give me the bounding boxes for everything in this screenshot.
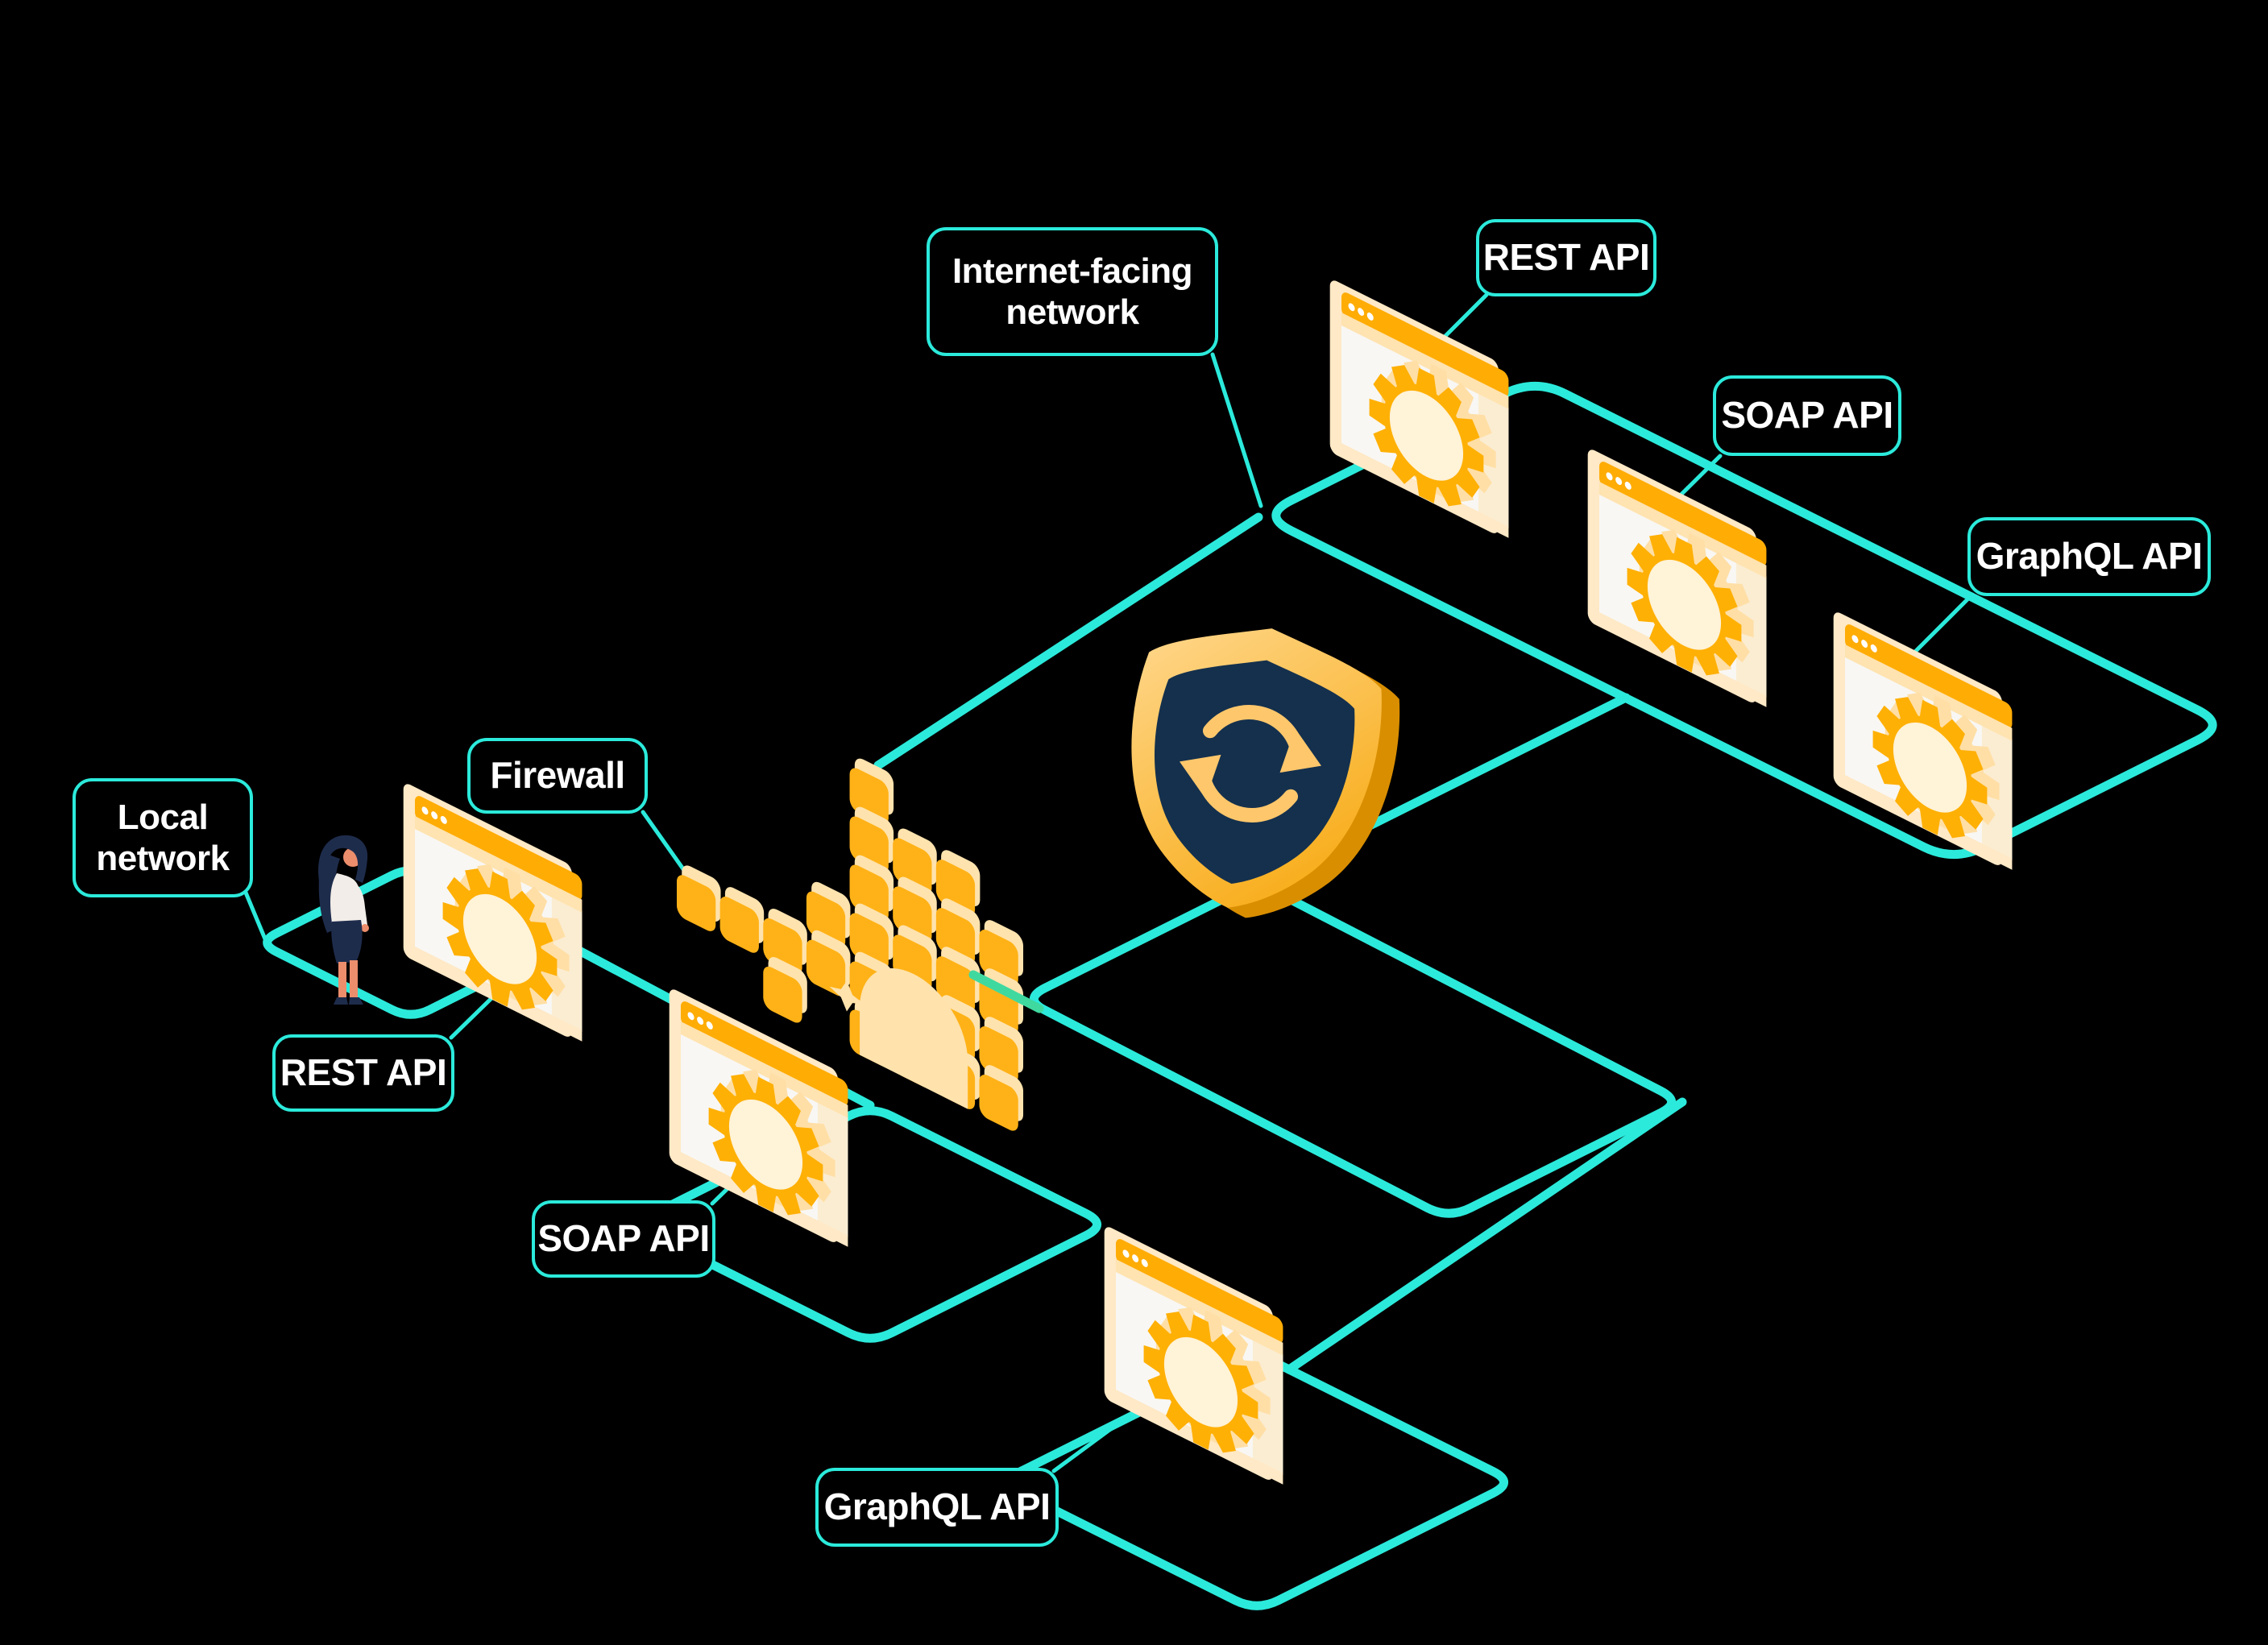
label-soap-api-local: SOAP API [532,1200,715,1278]
person-figure [318,835,369,1005]
firewall-brick [806,939,846,997]
label-internet-facing-network: Internet-facing network [927,227,1218,356]
gear-icon [1627,529,1754,676]
label-rest-api-top: REST API [1476,219,1656,296]
soap-api-internet-window [1587,450,1767,707]
gear-icon [1369,360,1496,507]
gear-icon [1143,1307,1271,1453]
gateway-network-plane [1029,883,1677,1218]
firewall-brick [979,1074,1018,1131]
rest-api-local-window [403,784,583,1042]
firewall-icon [677,758,1024,1131]
firewall-brick [763,966,802,1023]
person-hair-top [318,835,368,885]
connector-graphql-bottom-label [1051,1419,1124,1473]
network-paths [243,292,2217,1610]
label-firewall: Firewall [467,738,648,814]
link-through-firewall-stub [968,970,1044,1013]
label-graphql-api-top: GraphQL API [1967,517,2211,596]
sync-arrows-icon [1180,705,1321,822]
gear-icon [442,864,570,1010]
person-hand [361,924,369,932]
person-shoe [349,997,363,1005]
label-local-network: Local network [73,778,253,897]
graphql-api-bottom-window [1104,1227,1283,1485]
gear-icon [708,1069,835,1216]
person-skirt [331,920,363,963]
connector-internet-label [1210,352,1263,508]
firewall-arch [860,968,968,1109]
graphql-api-internet-window [1833,612,2013,870]
connector-graphql-top-label [1905,592,1975,661]
link-internet-to-firewall [873,512,1263,770]
person-leg [350,960,358,999]
person-shoe [334,997,348,1005]
connector-local-label [243,890,268,943]
label-soap-api-top: SOAP API [1713,375,1901,456]
firewall-brick [677,875,716,931]
rest-api-internet-window [1329,280,1509,538]
label-rest-api-local: REST API [272,1034,454,1112]
person-arm [350,881,367,926]
person-leg [338,962,346,999]
internet-network-plane [1271,381,2217,860]
firewall-brick [719,897,759,953]
firewall-keystone-star [829,980,864,1012]
soap-api-local-window [669,989,848,1247]
link-gateway-to-graphql [1284,1097,1687,1374]
gear-icon [1872,692,2000,839]
security-shield-icon [1131,628,1400,918]
label-graphql-api-bottom: GraphQL API [815,1468,1059,1547]
